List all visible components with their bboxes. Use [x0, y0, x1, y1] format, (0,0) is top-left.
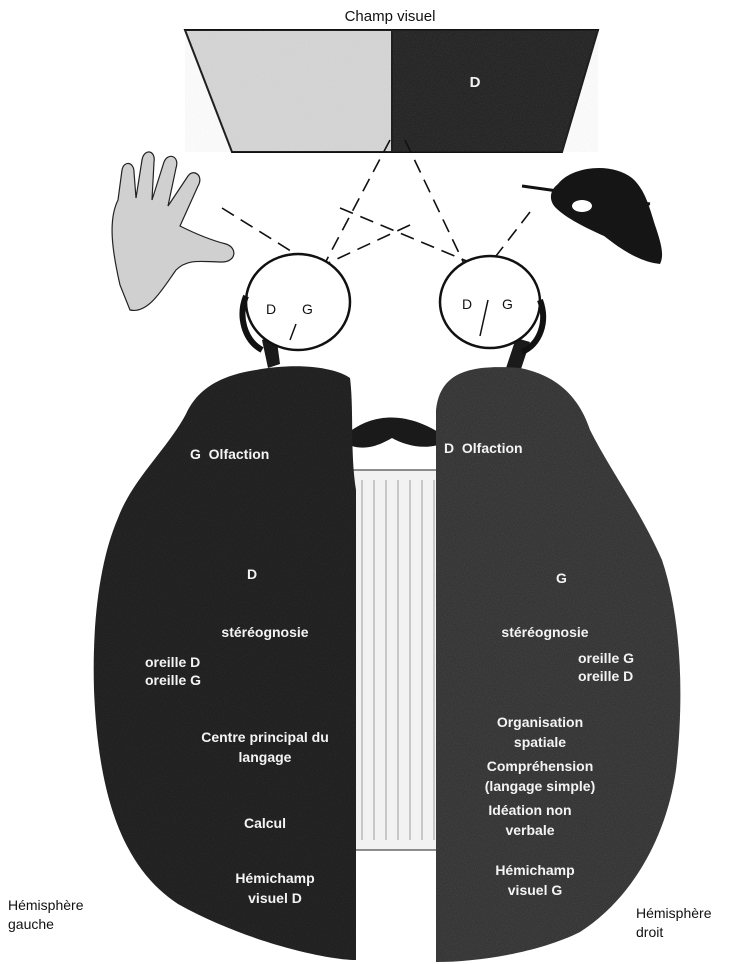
- right-eye-g-label: G: [502, 296, 513, 312]
- title: Champ visuel: [290, 8, 490, 25]
- right-hand-drawing: [522, 168, 662, 264]
- left-eye: [246, 254, 350, 350]
- right-spatial-label: Organisation spatiale: [480, 712, 600, 752]
- left-language-center-label: Centre principal du langage: [185, 727, 345, 767]
- left-calculation-label: Calcul: [220, 815, 310, 831]
- right-hand-area-label: G: [556, 570, 567, 586]
- right-ear-right-label: oreille D: [578, 668, 633, 684]
- left-stereognosis-label: stéréognosie: [190, 624, 340, 640]
- right-eye: [440, 256, 540, 348]
- right-ear-left-label: oreille G: [578, 650, 634, 666]
- left-eye-g-label: G: [302, 301, 313, 317]
- right-stereognosis-label: stéréognosie: [480, 624, 610, 640]
- left-ear-right-label: oreille D: [145, 654, 200, 670]
- right-ideation-label: Idéation non verbale: [480, 800, 580, 840]
- right-hemifield-label: Hémichamp visuel G: [480, 860, 590, 900]
- left-eye-d-label: D: [266, 301, 276, 317]
- right-comprehension-label: Compréhension (langage simple): [460, 756, 620, 796]
- left-hand-drawing: [112, 152, 234, 311]
- right-hemisphere-caption: Hémisphère droit: [636, 904, 736, 942]
- left-hand-area-label: D: [247, 566, 257, 582]
- right-eye-d-label: D: [462, 296, 472, 312]
- left-ear-left-label: oreille G: [145, 672, 201, 688]
- right-olfaction-label: D Olfaction: [444, 440, 523, 456]
- left-hemisphere-caption: Hémisphère gauche: [8, 896, 118, 934]
- left-hemifield-label: Hémichamp visuel D: [220, 868, 330, 908]
- visual-field: [185, 30, 598, 152]
- left-olfaction-label: G Olfaction: [190, 446, 269, 462]
- visual-field-right-label: D: [460, 74, 490, 91]
- corpus-callosum: [342, 470, 442, 850]
